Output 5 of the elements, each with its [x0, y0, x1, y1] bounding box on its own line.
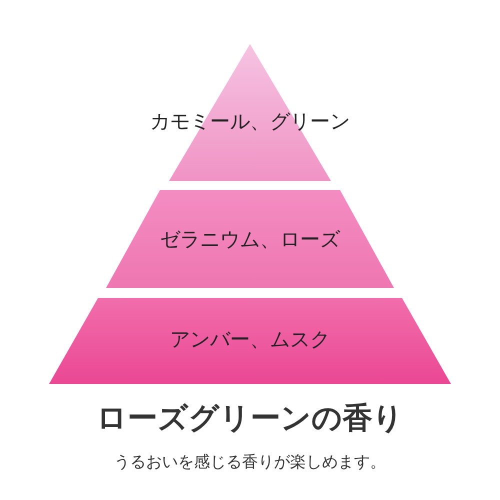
- tier-label: ゼラニウム、ローズ: [160, 227, 340, 251]
- caption: うるおいを感じる香りが楽しめます。: [114, 452, 386, 473]
- title: ローズグリーンの香り: [96, 400, 404, 438]
- tier-label: アンバー、ムスク: [170, 327, 330, 351]
- tier-label: カモミール、グリーン: [150, 109, 350, 133]
